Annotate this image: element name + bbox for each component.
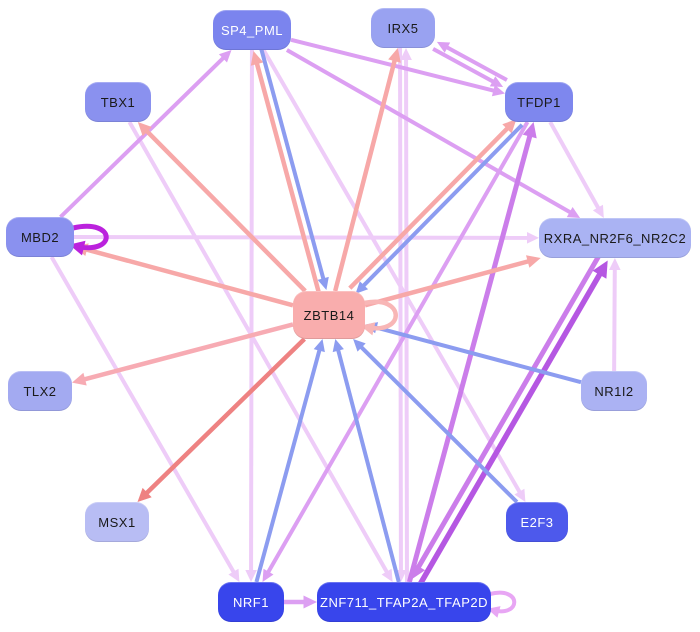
edge-ZBTB14-TFDP1 [348, 125, 510, 290]
edge-IRX5-TFDP1 [432, 47, 496, 84]
node-MBD2[interactable]: MBD2 [6, 217, 74, 257]
node-TBX1[interactable]: TBX1 [85, 82, 151, 122]
node-MSX1[interactable]: MSX1 [85, 502, 149, 542]
node-SP4_PML[interactable]: SP4_PML [213, 10, 291, 50]
arrowhead-ZBTB14-RXRA_NR2F6_NR2C2 [526, 255, 541, 268]
node-label: MSX1 [98, 514, 136, 530]
node-ZNF711_TFAP2A_TFAP2D[interactable]: ZNF711_TFAP2A_TFAP2D [317, 582, 491, 622]
arrowhead-TFDP1-RXRA_NR2F6_NR2C2 [592, 204, 604, 218]
arrowhead-TFDP1-ZBTB14 [355, 281, 369, 294]
arrowhead-ZBTB14-SP4_PML [250, 51, 264, 66]
edge-ZBTB14-TLX2 [82, 322, 294, 382]
edge-NR1I2-ZBTB14 [374, 325, 582, 385]
arrowhead-ZNF711_TFAP2A_TFAP2D-IRX5 [400, 48, 412, 60]
edge-ZBTB14-SP4_PML [254, 61, 321, 293]
arrowhead-TFDP1-NRF1 [262, 568, 274, 582]
arrowhead-ZNF711_TFAP2A_TFAP2D-ZBTB14 [332, 339, 344, 353]
arrowhead-TFDP1-IRX5 [436, 41, 451, 53]
edge-E2F3-ZBTB14 [358, 344, 519, 504]
node-label: NR1I2 [594, 383, 634, 399]
arrowhead-ZBTB14-TBX1 [137, 122, 152, 137]
edge-SP4_PML-RXRA_NR2F6_NR2C2 [285, 48, 573, 215]
node-label: TFDP1 [517, 94, 561, 110]
edge-ZBTB14-TBX1 [144, 128, 307, 293]
arrowhead-TBX1-ZNF711_TFAP2A_TFAP2D [381, 568, 393, 582]
node-TFDP1[interactable]: TFDP1 [505, 82, 573, 122]
edge-SP4_PML-NRF1 [249, 49, 254, 573]
edge-TFDP1-ZBTB14 [361, 123, 524, 289]
node-label: NRF1 [233, 594, 269, 610]
node-label: TBX1 [100, 94, 136, 110]
self-loop-ZBTB14 [363, 299, 398, 331]
node-ZBTB14[interactable]: ZBTB14 [293, 291, 365, 339]
arrowhead-SP4_PML-NRF1 [245, 570, 257, 582]
arrowhead-NRF1-ZNF711_TFAP2A_TFAP2D [303, 595, 317, 609]
edge-SP4_PML-ZBTB14 [259, 48, 326, 281]
edge-ZBTB14-MSX1 [144, 337, 306, 496]
node-label: RXRA_NR2F6_NR2C2 [543, 230, 687, 246]
arrowhead-IRX5-TFDP1 [489, 76, 504, 87]
arrowhead-MBD2-RXRA_NR2F6_NR2C2 [527, 232, 539, 244]
edge-ZBTB14-RXRA_NR2F6_NR2C2 [364, 258, 531, 308]
edge-SP4_PML-E2F3 [261, 48, 523, 495]
node-label: MBD2 [20, 229, 60, 245]
arrowhead-NRF1-ZBTB14 [313, 339, 325, 353]
edge-NR1I2-RXRA_NR2F6_NR2C2 [612, 267, 617, 372]
arrowhead-ZBTB14-MSX1 [137, 487, 152, 502]
edge-RXRA_NR2F6_NR2C2-ZNF711_TFAP2A_TFAP2D [415, 254, 602, 570]
node-label: IRX5 [387, 20, 419, 36]
arrowhead-ZBTB14-IRX5 [388, 48, 401, 63]
edge-NRF1-ZBTB14 [254, 348, 322, 583]
arrowhead-E2F3-ZBTB14 [353, 339, 366, 352]
edge-TFDP1-NRF1 [265, 121, 530, 575]
node-E2F3[interactable]: E2F3 [506, 502, 568, 542]
edge-ZBTB14-MBD2 [84, 247, 294, 308]
edge-MBD2-NRF1 [49, 255, 237, 575]
arrowhead-RXRA_NR2F6_NR2C2-ZNF711_TFAP2A_TFAP2D [411, 562, 426, 580]
arrowhead-MBD2-NRF1 [228, 568, 240, 582]
self-loop-MBD2 [72, 223, 109, 251]
edge-ZNF711_TFAP2A_TFAP2D-IRX5 [404, 57, 409, 582]
node-label: E2F3 [520, 514, 554, 530]
node-NR1I2[interactable]: NR1I2 [581, 371, 647, 411]
arrowhead-SP4_PML-TFDP1 [491, 84, 505, 97]
arrowhead-ZBTB14-TFDP1 [502, 119, 517, 134]
edge-MBD2-RXRA_NR2F6_NR2C2 [73, 235, 530, 240]
node-label: SP4_PML [220, 22, 284, 38]
edge-IRX5-ZNF711_TFAP2A_TFAP2D [398, 48, 403, 573]
arrowhead-NR1I2-RXRA_NR2F6_NR2C2 [609, 258, 621, 270]
arrowhead-ZNF711_TFAP2A_TFAP2D-RXRA_NR2F6_NR2C2 [592, 260, 608, 279]
arrowhead-SP4_PML-RXRA_NR2F6_NR2C2 [566, 207, 581, 218]
edge-TBX1-ZNF711_TFAP2A_TFAP2D [127, 121, 390, 575]
edge-TFDP1-IRX5 [444, 44, 508, 82]
self-loop-ZNF711_TFAP2A_TFAP2D [489, 590, 517, 614]
edge-TFDP1-RXRA_NR2F6_NR2C2 [548, 121, 601, 211]
node-NRF1[interactable]: NRF1 [218, 582, 284, 622]
edge-MBD2-SP4_PML [59, 55, 226, 219]
node-TLX2[interactable]: TLX2 [8, 371, 72, 411]
edge-ZNF711_TFAP2A_TFAP2D-TFDP1 [406, 133, 533, 583]
arrowhead-SP4_PML-E2F3 [514, 488, 526, 502]
arrowhead-ZNF711_TFAP2A_TFAP2D-TFDP1 [522, 122, 537, 139]
arrowhead-SP4_PML-ZBTB14 [317, 276, 329, 290]
arrowhead-MBD2-SP4_PML [218, 50, 232, 63]
arrowhead-ZBTB14-TLX2 [72, 372, 87, 386]
node-IRX5[interactable]: IRX5 [371, 8, 435, 48]
edge-ZNF711_TFAP2A_TFAP2D-RXRA_NR2F6_NR2C2 [417, 271, 603, 586]
edge-ZBTB14-IRX5 [333, 58, 398, 292]
node-label: TLX2 [23, 383, 57, 399]
edge-ZNF711_TFAP2A_TFAP2D-ZBTB14 [335, 348, 401, 583]
node-RXRA_NR2F6_NR2C2[interactable]: RXRA_NR2F6_NR2C2 [539, 218, 691, 258]
node-label: ZNF711_TFAP2A_TFAP2D [320, 594, 488, 610]
node-label: ZBTB14 [303, 307, 355, 323]
